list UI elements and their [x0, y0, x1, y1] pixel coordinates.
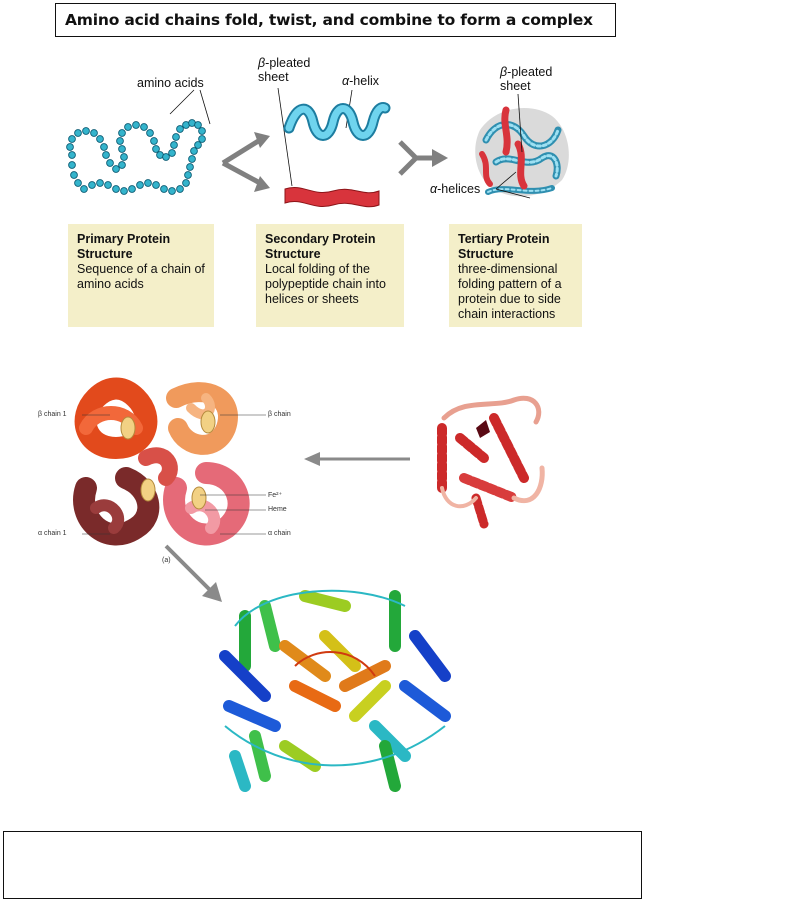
amino-acid-bead: [176, 185, 184, 193]
amino-acid-chain-illustration: [66, 119, 206, 195]
amino-acid-bead: [102, 151, 110, 159]
myoglobin-ribbon-illustration: [437, 395, 545, 529]
amino-acid-bead: [112, 165, 120, 173]
card-title: Secondary Protein Structure: [265, 232, 376, 261]
secondary-structure-card: Secondary Protein Structure Local foldin…: [256, 224, 404, 327]
amino-acid-bead: [128, 185, 136, 193]
amino-acid-bead: [90, 129, 98, 137]
alpha-helix-label: α-helix: [342, 74, 380, 88]
merge-arrow: [398, 140, 448, 176]
amino-acid-bead: [116, 137, 124, 145]
card-description: Local folding of the polypeptide chain i…: [265, 262, 386, 306]
amino-acids-label: amino acids: [137, 76, 204, 90]
amino-acid-bead: [152, 145, 160, 153]
alpha-chain-1-label: α chain 1: [38, 530, 67, 537]
card-title: Tertiary Protein Structure: [458, 232, 550, 261]
amino-acids-pointer: [169, 89, 211, 125]
left-arrow: [304, 452, 410, 466]
amino-acid-bead: [136, 181, 144, 189]
amino-acid-bead: [188, 155, 196, 163]
amino-acid-bead: [112, 185, 120, 193]
amino-acid-bead: [96, 135, 104, 143]
primary-structure-card: Primary Protein Structure Sequence of a …: [68, 224, 214, 327]
tertiary-structure-card: Tertiary Protein Structure three-dimensi…: [449, 224, 582, 327]
amino-acid-bead: [190, 147, 198, 155]
amino-acid-bead: [104, 181, 112, 189]
amino-acid-bead: [80, 185, 88, 193]
card-title: Primary Protein Structure: [77, 232, 171, 261]
amino-acid-bead: [186, 163, 194, 171]
amino-acid-bead: [146, 129, 154, 137]
tertiary-structure-illustration: [475, 106, 569, 197]
amino-acid-bead: [162, 153, 170, 161]
card-description: Sequence of a chain of amino acids: [77, 262, 205, 291]
amino-acid-bead: [74, 129, 82, 137]
hemoglobin-illustration: [73, 377, 250, 546]
amino-acid-bead: [96, 179, 104, 187]
amino-acid-bead: [172, 133, 180, 141]
alpha-helices-label: α-helices: [430, 182, 481, 196]
amino-acid-bead: [100, 143, 108, 151]
amino-acid-bead: [168, 187, 176, 195]
amino-acid-bead: [120, 187, 128, 195]
heme-label: Heme: [268, 506, 287, 513]
amino-acid-bead: [160, 185, 168, 193]
amino-acid-bead: [74, 179, 82, 187]
page-title: Amino acid chains fold, twist, and combi…: [55, 3, 616, 37]
alpha-chain-label: α chain: [268, 530, 291, 537]
alpha-helix-illustration: [283, 102, 391, 141]
amino-acid-bead: [106, 159, 114, 167]
amino-acid-bead: [124, 123, 132, 131]
answer-box[interactable]: [3, 831, 642, 899]
card-description: three-dimensional folding pattern of a p…: [458, 262, 562, 321]
beta-sheet-illustration: [284, 187, 380, 208]
amino-acid-bead: [70, 171, 78, 179]
fe-label: Fe²⁺: [268, 492, 283, 499]
amino-acid-bead: [182, 179, 190, 187]
amino-acid-bead: [198, 135, 206, 143]
amino-acid-bead: [68, 135, 76, 143]
amino-acid-bead: [68, 161, 76, 169]
amino-acid-bead: [170, 141, 178, 149]
amino-acid-bead: [168, 149, 176, 157]
amino-acid-bead: [144, 179, 152, 187]
beta-chain-1-label: β chain 1: [38, 411, 67, 418]
amino-acid-bead: [118, 161, 126, 169]
amino-acid-bead: [82, 127, 90, 135]
tertiary-pointers: [495, 93, 531, 199]
amino-acid-bead: [140, 123, 148, 131]
split-arrows: [221, 132, 270, 192]
hemoglobin-ribbon-illustration: [219, 589, 451, 792]
amino-acid-bead: [68, 151, 76, 159]
amino-acid-bead: [152, 181, 160, 189]
amino-acid-bead: [150, 137, 158, 145]
amino-acid-bead: [198, 127, 206, 135]
amino-acid-bead: [118, 129, 126, 137]
amino-acid-bead: [184, 171, 192, 179]
diagonal-arrow: [164, 544, 222, 602]
amino-acid-bead: [194, 121, 202, 129]
amino-acid-bead: [118, 145, 126, 153]
beta-chain-label: β chain: [268, 411, 291, 418]
hemoglobin-leader-lines: [82, 414, 266, 535]
panel-label: (a): [162, 557, 171, 564]
amino-acid-bead: [120, 153, 128, 161]
amino-acid-bead: [88, 181, 96, 189]
amino-acid-bead: [132, 121, 140, 129]
amino-acid-bead: [194, 141, 202, 149]
amino-acid-bead: [66, 143, 74, 151]
amino-acid-bead: [176, 125, 184, 133]
